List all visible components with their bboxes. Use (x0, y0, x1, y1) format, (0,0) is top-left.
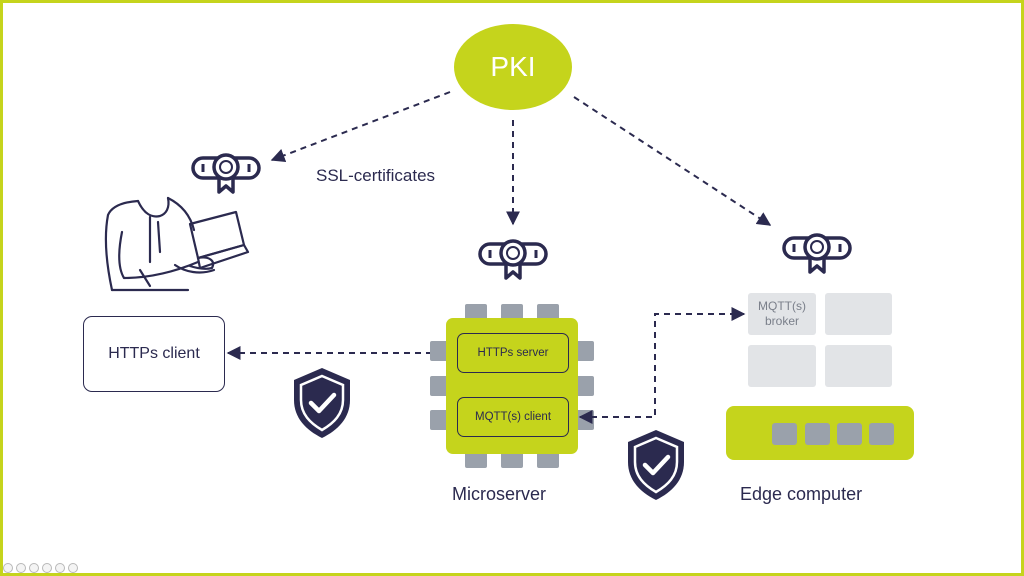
microserver-caption: Microserver (452, 484, 547, 504)
pki-to-client-arrow (270, 91, 451, 163)
slide-controls (3, 563, 78, 573)
forward-control-icon[interactable] (16, 563, 26, 573)
mqtt-broker-link (578, 307, 746, 424)
magnifier-control-icon[interactable] (55, 563, 65, 573)
certificate-icon (478, 239, 548, 280)
zoom-control-icon[interactable] (42, 563, 52, 573)
edge-computer-caption: Edge computer (740, 484, 863, 504)
ssl-certificates-label: SSL-certificates (316, 166, 436, 185)
chip-icon (430, 304, 594, 468)
broker-block (748, 293, 816, 335)
mqtt-broker-label: MQTT(s) broker (758, 299, 806, 328)
https-client-box: HTTPs client (83, 316, 225, 392)
edge-computer-graphic (726, 293, 914, 460)
more-control-icon[interactable] (68, 563, 78, 573)
https-server-box: HTTPs server (457, 333, 569, 373)
back-control-icon[interactable] (3, 563, 13, 573)
mqtt-client-box: MQTT(s) client (457, 397, 569, 437)
shield-check-icon (628, 430, 684, 500)
certificate-icon (782, 233, 852, 274)
pki-to-edge-arrow (573, 96, 772, 226)
pki-node: PKI (454, 24, 572, 110)
certificate-icon (191, 153, 261, 194)
person-laptop-icon (104, 196, 250, 292)
shield-check-icon (294, 368, 350, 438)
pen-control-icon[interactable] (29, 563, 39, 573)
